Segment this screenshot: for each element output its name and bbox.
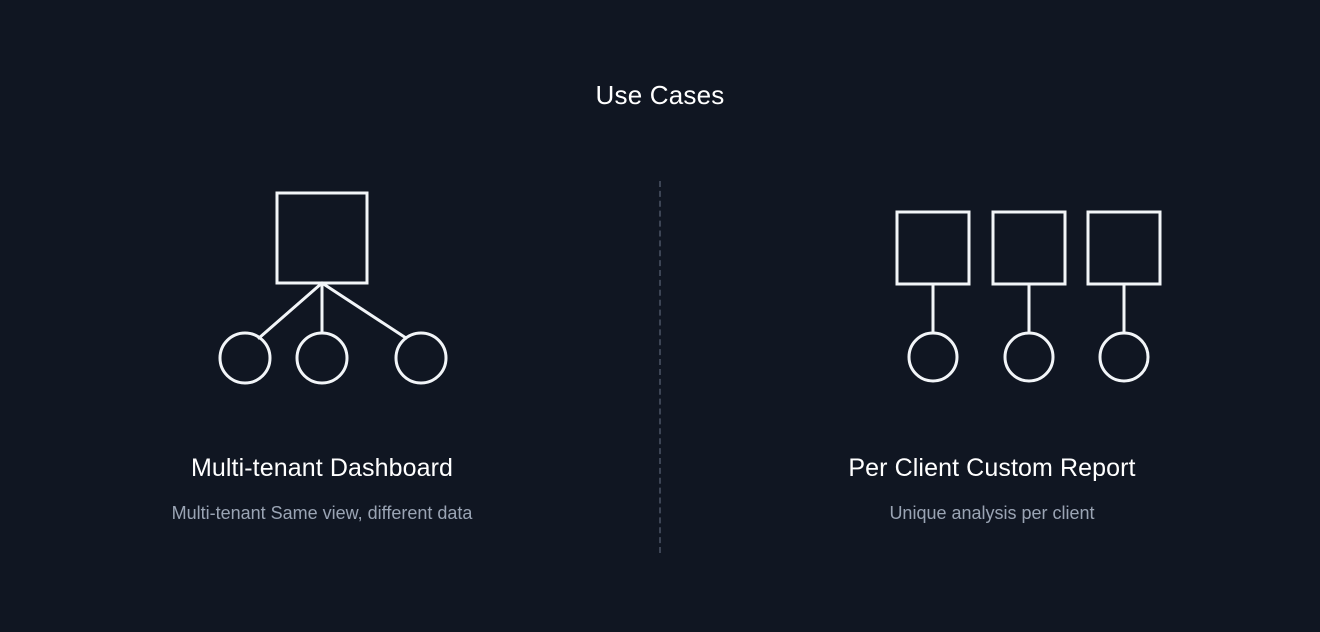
leaf-circle-1 [218, 331, 272, 385]
parallel-pairs-svg [895, 210, 1162, 383]
page-title: Use Cases [595, 80, 725, 110]
client-square-2 [991, 210, 1067, 286]
panel-divider [659, 181, 661, 553]
panel-subtitle-left: Multi-tenant Same view, different data [171, 503, 473, 523]
panel-subtitle-right: Unique analysis per client [889, 503, 1095, 523]
spoke-lines [257, 281, 408, 340]
parallel-pairs-diagram [692, 150, 1292, 400]
leaf-circle-3 [394, 331, 448, 385]
panel-per-client-custom-report: Per Client Custom Report Unique analysis… [692, 150, 1292, 570]
hub-square [275, 191, 369, 285]
panel-title-left: Multi-tenant Dashboard [190, 454, 454, 482]
client-square-3 [1086, 210, 1162, 286]
client-circle-2 [1003, 331, 1055, 383]
client-circle-3 [1098, 331, 1150, 383]
panel-title-right: Per Client Custom Report [848, 454, 1136, 482]
client-square-1 [895, 210, 971, 286]
client-circle-1 [907, 331, 959, 383]
leaf-circle-2 [295, 331, 349, 385]
hub-and-spoke-diagram [22, 150, 622, 400]
spoke-line-left [257, 281, 324, 340]
connector-lines [931, 284, 1126, 333]
spoke-line-right [320, 281, 408, 340]
hub-and-spoke-svg [218, 191, 448, 385]
panel-multi-tenant-dashboard: Multi-tenant Dashboard Multi-tenant Same… [22, 150, 622, 570]
